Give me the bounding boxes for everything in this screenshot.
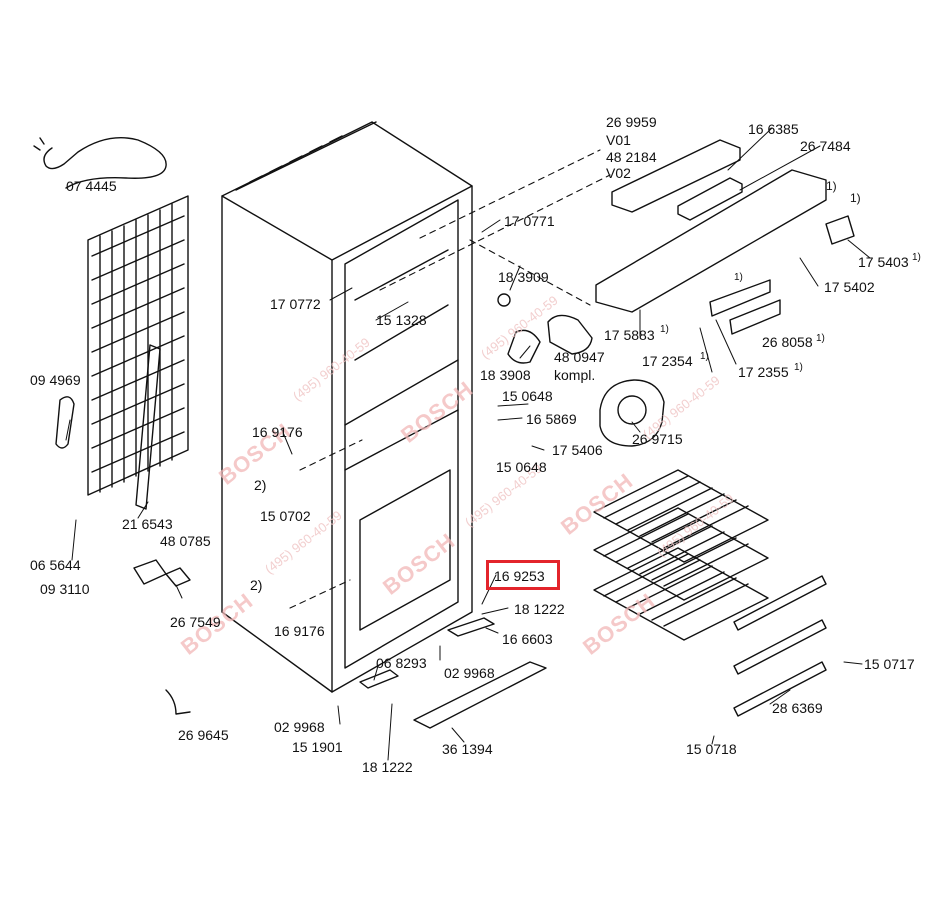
part-label[interactable]: 17 5402 [824,279,875,295]
part-label[interactable]: 17 0771 [504,213,555,229]
part-label[interactable]: 48 0785 [160,533,211,549]
part-label[interactable]: V02 [606,165,631,181]
hinge-drawing [359,669,399,689]
thermostat-drawing [165,567,191,587]
part-label[interactable]: 15 0702 [260,508,311,524]
part-label[interactable]: 28 6369 [772,700,823,716]
relay-drawing [133,559,167,585]
part-label[interactable]: 17 5406 [552,442,603,458]
power-cord-drawing [33,137,167,189]
part-label[interactable]: 15 1328 [376,312,427,328]
part-label[interactable]: 16 5869 [526,411,577,427]
part-label[interactable]: 16 9253 [494,568,545,584]
footnote-marker: 1) [660,324,669,335]
part-label[interactable]: 02 9968 [274,719,325,735]
part-label[interactable]: 09 3110 [40,581,90,597]
part-label[interactable]: 09 4969 [30,372,81,388]
part-label[interactable]: 17 5403 [858,254,909,270]
footnote-marker: 1) [734,272,743,283]
part-label[interactable]: 17 5883 [604,327,655,343]
part-label[interactable]: 15 0718 [686,741,737,757]
footnote-marker: 1) [826,179,837,193]
part-label[interactable]: 17 2355 [738,364,789,380]
part-label[interactable]: 15 0648 [502,388,553,404]
footnote-marker: 2) [254,477,267,493]
part-label[interactable]: 16 9176 [274,623,325,639]
footnote-marker: 2) [250,577,263,593]
condenser-coil-drawing [87,195,189,496]
part-label[interactable]: 02 9968 [444,665,495,681]
part-label[interactable]: 26 9645 [178,727,229,743]
lamp-drawing [497,293,593,364]
part-label[interactable]: 26 9959 [606,114,657,130]
footnote-marker: 1) [816,333,825,344]
part-label[interactable]: 15 0717 [864,656,915,672]
part-label[interactable]: 18 1222 [514,601,565,617]
fridge-body-drawing [221,121,473,693]
part-label[interactable]: 17 0772 [270,296,321,312]
part-label[interactable]: 15 0648 [496,459,547,475]
part-label[interactable]: 16 6603 [502,631,553,647]
fan-drawing [599,379,665,447]
part-label[interactable]: 06 8293 [376,655,427,671]
part-label[interactable]: 48 2184 [606,149,657,165]
part-label[interactable]: 21 6543 [122,516,173,532]
part-label[interactable]: 18 1222 [362,759,413,775]
part-label[interactable]: 15 1901 [292,739,343,755]
door-handle-drawing [413,661,547,729]
part-label[interactable]: 18 3908 [480,367,531,383]
footnote-marker: 1) [912,252,921,263]
part-label[interactable]: 17 2354 [642,353,693,369]
part-label[interactable]: 16 9176 [252,424,303,440]
part-label[interactable]: 16 6385 [748,121,799,137]
drain-tube-drawing [135,344,161,510]
part-label[interactable]: 07 4445 [66,178,117,194]
part-label[interactable]: 18 3909 [498,269,549,285]
part-label[interactable]: 26 7484 [800,138,851,154]
footnote-marker: 1) [700,351,709,362]
footnote-marker: 1) [850,191,861,205]
shelf-rails-drawing [733,575,827,717]
part-label[interactable]: V01 [606,132,631,148]
part-label[interactable]: 26 9715 [632,431,683,447]
part-label[interactable]: kompl. [554,367,596,383]
wire-shelves-drawing [593,469,769,641]
footnote-marker: 1) [794,362,803,373]
part-label[interactable]: 26 7549 [170,614,221,630]
hose-drawing [55,396,75,449]
control-panel-drawing [595,139,855,335]
part-label[interactable]: 26 8058 [762,334,813,350]
part-label[interactable]: 06 5644 [30,557,81,573]
part-label[interactable]: 48 0947 [554,349,605,365]
part-label[interactable]: 36 1394 [442,741,493,757]
highlighted-part-box [486,560,560,590]
